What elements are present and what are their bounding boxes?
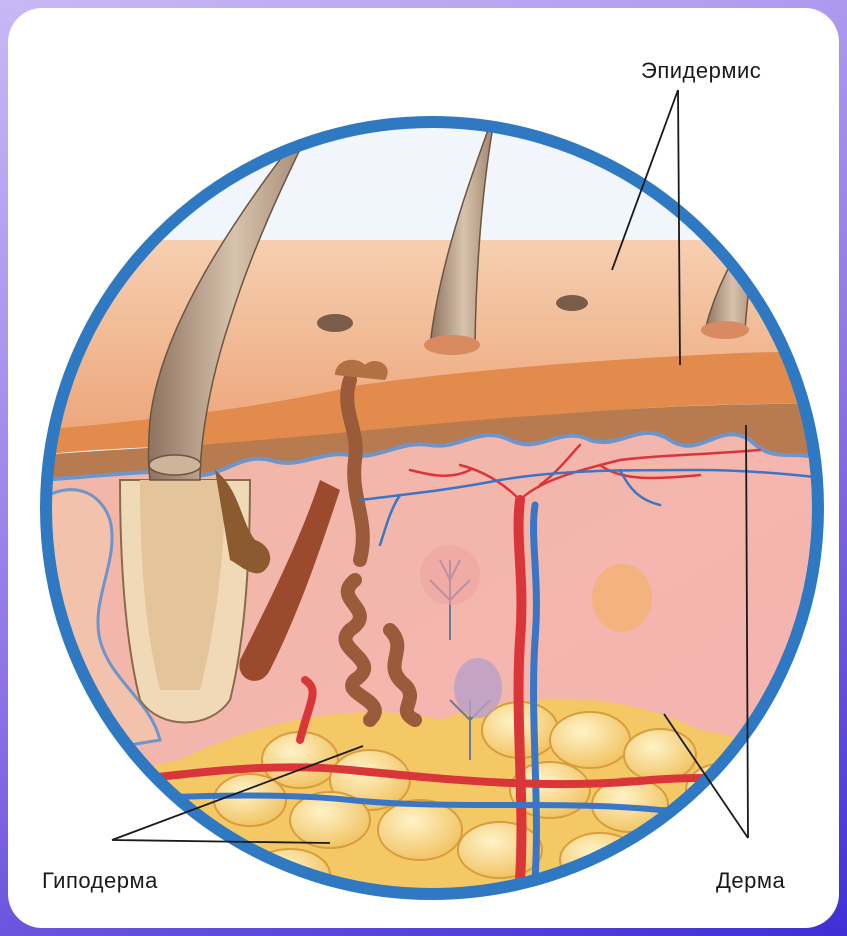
meissner-corpuscle bbox=[454, 658, 502, 718]
skin-cross-section bbox=[8, 8, 839, 928]
hair-base-right bbox=[701, 321, 749, 339]
pore-icon bbox=[556, 295, 588, 311]
pore-icon bbox=[317, 314, 353, 332]
label-epidermis: Эпидермис bbox=[641, 58, 761, 84]
hair-base-middle bbox=[424, 335, 480, 355]
nerve-receptor bbox=[420, 545, 480, 605]
label-hypodermis: Гиподерма bbox=[42, 868, 158, 894]
label-dermis: Дерма bbox=[716, 868, 785, 894]
diagram-card: Эпидермис Гиподерма Дерма bbox=[8, 8, 839, 928]
pacinian-corpuscle bbox=[592, 564, 652, 632]
hair-shaft-cut bbox=[149, 455, 201, 475]
